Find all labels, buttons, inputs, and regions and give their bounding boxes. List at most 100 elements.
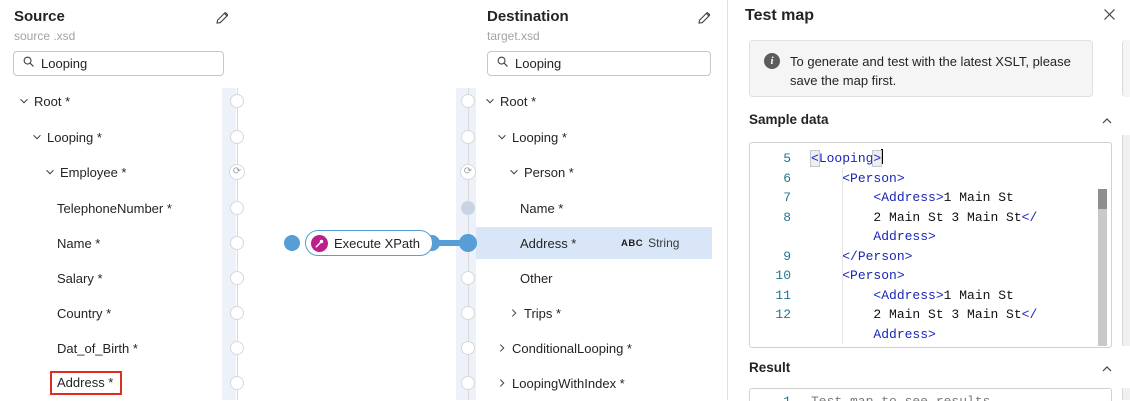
result-placeholder: Test map to see results [811, 392, 990, 401]
source-connection-dot[interactable] [230, 376, 244, 390]
chevron-right-icon [499, 344, 505, 352]
source-connection-dot[interactable] [230, 271, 244, 285]
code-line: 11 <Address>1 Main St [750, 286, 1111, 306]
sample-data-header: Sample data [749, 112, 829, 127]
line-number: 5 [783, 151, 791, 166]
function-input-handle[interactable] [284, 235, 300, 251]
clipped-panel-sliver [1122, 40, 1130, 97]
source-connection-dot[interactable] [230, 201, 244, 215]
tree-node-label: Trips * [524, 305, 562, 321]
panel-divider [727, 0, 728, 400]
chevron-right-icon [511, 309, 517, 317]
source-search-box[interactable] [13, 51, 224, 76]
destination-connection-dot[interactable] [461, 306, 475, 320]
chevron-right-icon [499, 379, 505, 387]
line-number: 8 [783, 209, 791, 225]
destination-connection-dot[interactable] [461, 341, 475, 355]
source-edit-pencil-icon[interactable] [214, 10, 230, 26]
destination-node-conditionallooping[interactable]: ConditionalLooping * [496, 335, 632, 361]
source-connection-dot[interactable] [230, 306, 244, 320]
destination-node-root[interactable]: Root * [484, 88, 536, 114]
code-line: Address> [750, 325, 1111, 345]
line-number: 6 [783, 170, 791, 186]
function-node-execute-xpath[interactable]: Execute XPath [305, 230, 433, 256]
chevron-down-icon [46, 169, 54, 175]
close-icon[interactable] [1102, 7, 1117, 22]
indent-guide [842, 168, 843, 344]
source-node-country[interactable]: Country * [57, 300, 111, 326]
source-node-telephonenumber[interactable]: TelephoneNumber * [57, 195, 172, 221]
source-connection-dot[interactable] [230, 130, 244, 144]
result-collapse-chevron-icon[interactable] [1100, 362, 1114, 376]
source-loop-icon[interactable]: ⟳ [229, 164, 245, 180]
tree-node-label: TelephoneNumber * [57, 200, 172, 216]
function-wand-icon [311, 234, 328, 252]
source-node-salary[interactable]: Salary * [57, 265, 103, 291]
text-cursor [881, 149, 883, 164]
tree-node-label: LoopingWithIndex * [512, 375, 625, 391]
info-icon: i [764, 53, 780, 69]
code-line: 10 <Person> [750, 266, 1111, 286]
tree-node-label: ConditionalLooping * [512, 340, 632, 356]
source-node-name[interactable]: Name * [57, 230, 100, 256]
search-icon [22, 55, 35, 73]
connection-edge [432, 240, 468, 246]
info-banner-text: To generate and test with the latest XSL… [790, 54, 1071, 88]
destination-edit-pencil-icon[interactable] [696, 10, 712, 26]
line-number: 7 [783, 190, 791, 205]
line-number: 11 [775, 287, 791, 303]
destination-connection-dot[interactable] [461, 94, 475, 108]
source-node-address[interactable]: Address * [50, 370, 123, 396]
source-node-root[interactable]: Root * [18, 88, 70, 114]
chevron-down-icon [486, 98, 494, 104]
source-connection-dot[interactable] [230, 94, 244, 108]
destination-node-trips[interactable]: Trips * [508, 300, 561, 326]
code-line: 9 </Person> [750, 247, 1111, 267]
tree-node-label: Name * [520, 200, 564, 216]
editor-scrollbar-thumb[interactable] [1098, 189, 1107, 346]
result-editor[interactable]: 1 Test map to see results [749, 388, 1112, 401]
test-map-title: Test map [745, 7, 815, 24]
chevron-down-icon [20, 98, 28, 104]
tree-node-label: Name * [57, 235, 101, 251]
destination-connection-dot[interactable] [461, 271, 475, 285]
selected-node-highlight [476, 227, 712, 259]
source-node-dat-of-birth[interactable]: Dat_of_Birth * [57, 335, 138, 361]
destination-node-loopingwithindex[interactable]: LoopingWithIndex * [496, 370, 625, 396]
chevron-down-icon [510, 169, 518, 175]
destination-loop-icon[interactable]: ⟳ [460, 164, 476, 180]
source-node-looping[interactable]: Looping * [31, 124, 102, 150]
destination-node-looping[interactable]: Looping * [496, 124, 567, 150]
destination-schema-filename: target.xsd [487, 29, 540, 43]
chevron-down-icon [498, 134, 506, 140]
source-connection-dot[interactable] [230, 341, 244, 355]
tree-node-label: Salary * [57, 270, 103, 286]
destination-connection-dot[interactable] [461, 201, 475, 215]
destination-search-box[interactable] [487, 51, 711, 76]
sample-data-editor[interactable]: 5<Looping>6 <Person>7 <Address>1 Main St… [749, 142, 1112, 348]
code-line: 6 <Person> [750, 169, 1111, 189]
destination-search-input[interactable] [515, 56, 702, 71]
line-number: 10 [775, 268, 791, 283]
sample-data-collapse-chevron-icon[interactable] [1100, 114, 1114, 128]
code-line: 5<Looping> [750, 149, 1111, 169]
abc-type-icon: ABC [621, 237, 644, 249]
tree-node-label: Root * [34, 93, 71, 109]
source-node-employee[interactable]: Employee * [44, 159, 126, 185]
source-search-input[interactable] [41, 56, 215, 71]
destination-connection-dot[interactable] [461, 130, 475, 144]
result-header: Result [749, 360, 791, 375]
line-number: 12 [775, 307, 791, 322]
tree-node-label: Person * [524, 164, 574, 180]
destination-node-person[interactable]: Person * [508, 159, 574, 185]
search-icon [496, 55, 509, 73]
source-schema-filename: source .xsd [14, 29, 76, 43]
source-panel-title: Source [14, 8, 65, 25]
tree-node-label: Dat_of_Birth * [57, 340, 138, 356]
destination-node-other[interactable]: Other [520, 265, 553, 291]
line-number [750, 325, 791, 345]
destination-node-address[interactable]: Address * [520, 230, 576, 256]
source-connection-dot[interactable] [230, 236, 244, 250]
destination-connection-dot[interactable] [461, 376, 475, 390]
destination-node-name[interactable]: Name * [520, 195, 563, 221]
